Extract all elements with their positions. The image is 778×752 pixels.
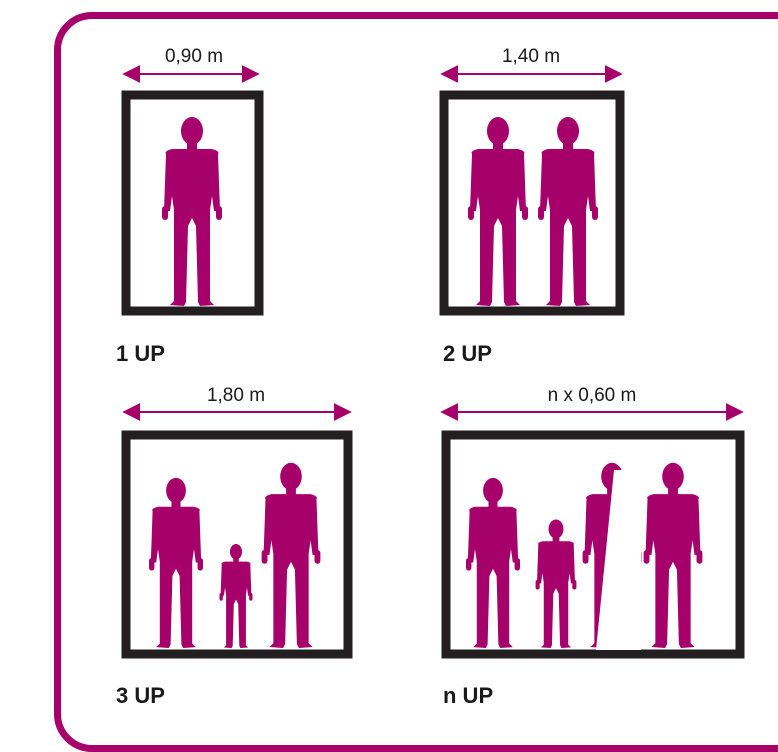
up-label: n UP — [443, 683, 493, 708]
panel-nup: n x 0,60 m n UP — [442, 385, 742, 708]
person-icon — [644, 463, 703, 648]
lane-width-diagram: 0,90 m 1 UP 1,40 m 2 UP 1,80 m 3 UP n x … — [0, 0, 778, 724]
up-label: 1 UP — [116, 341, 165, 366]
person-icon — [583, 463, 642, 650]
person-icon — [220, 544, 253, 648]
width-label: n x 0,60 m — [548, 385, 637, 406]
panel-2up: 1,40 m 2 UP — [442, 46, 621, 366]
person-icon — [538, 117, 598, 306]
up-label: 2 UP — [443, 341, 492, 366]
person-icon — [149, 478, 203, 648]
width-label: 1,80 m — [207, 385, 265, 406]
up-label: 3 UP — [116, 683, 165, 708]
person-icon — [466, 478, 520, 648]
person-icon — [536, 519, 577, 648]
panel-3up: 1,80 m 3 UP — [116, 385, 350, 708]
person-icon — [262, 463, 321, 648]
person-icon — [468, 117, 528, 306]
width-label: 0,90 m — [165, 46, 223, 67]
person-icon — [162, 117, 222, 306]
panel-1up: 0,90 m 1 UP — [116, 46, 259, 366]
width-label: 1,40 m — [502, 46, 560, 67]
